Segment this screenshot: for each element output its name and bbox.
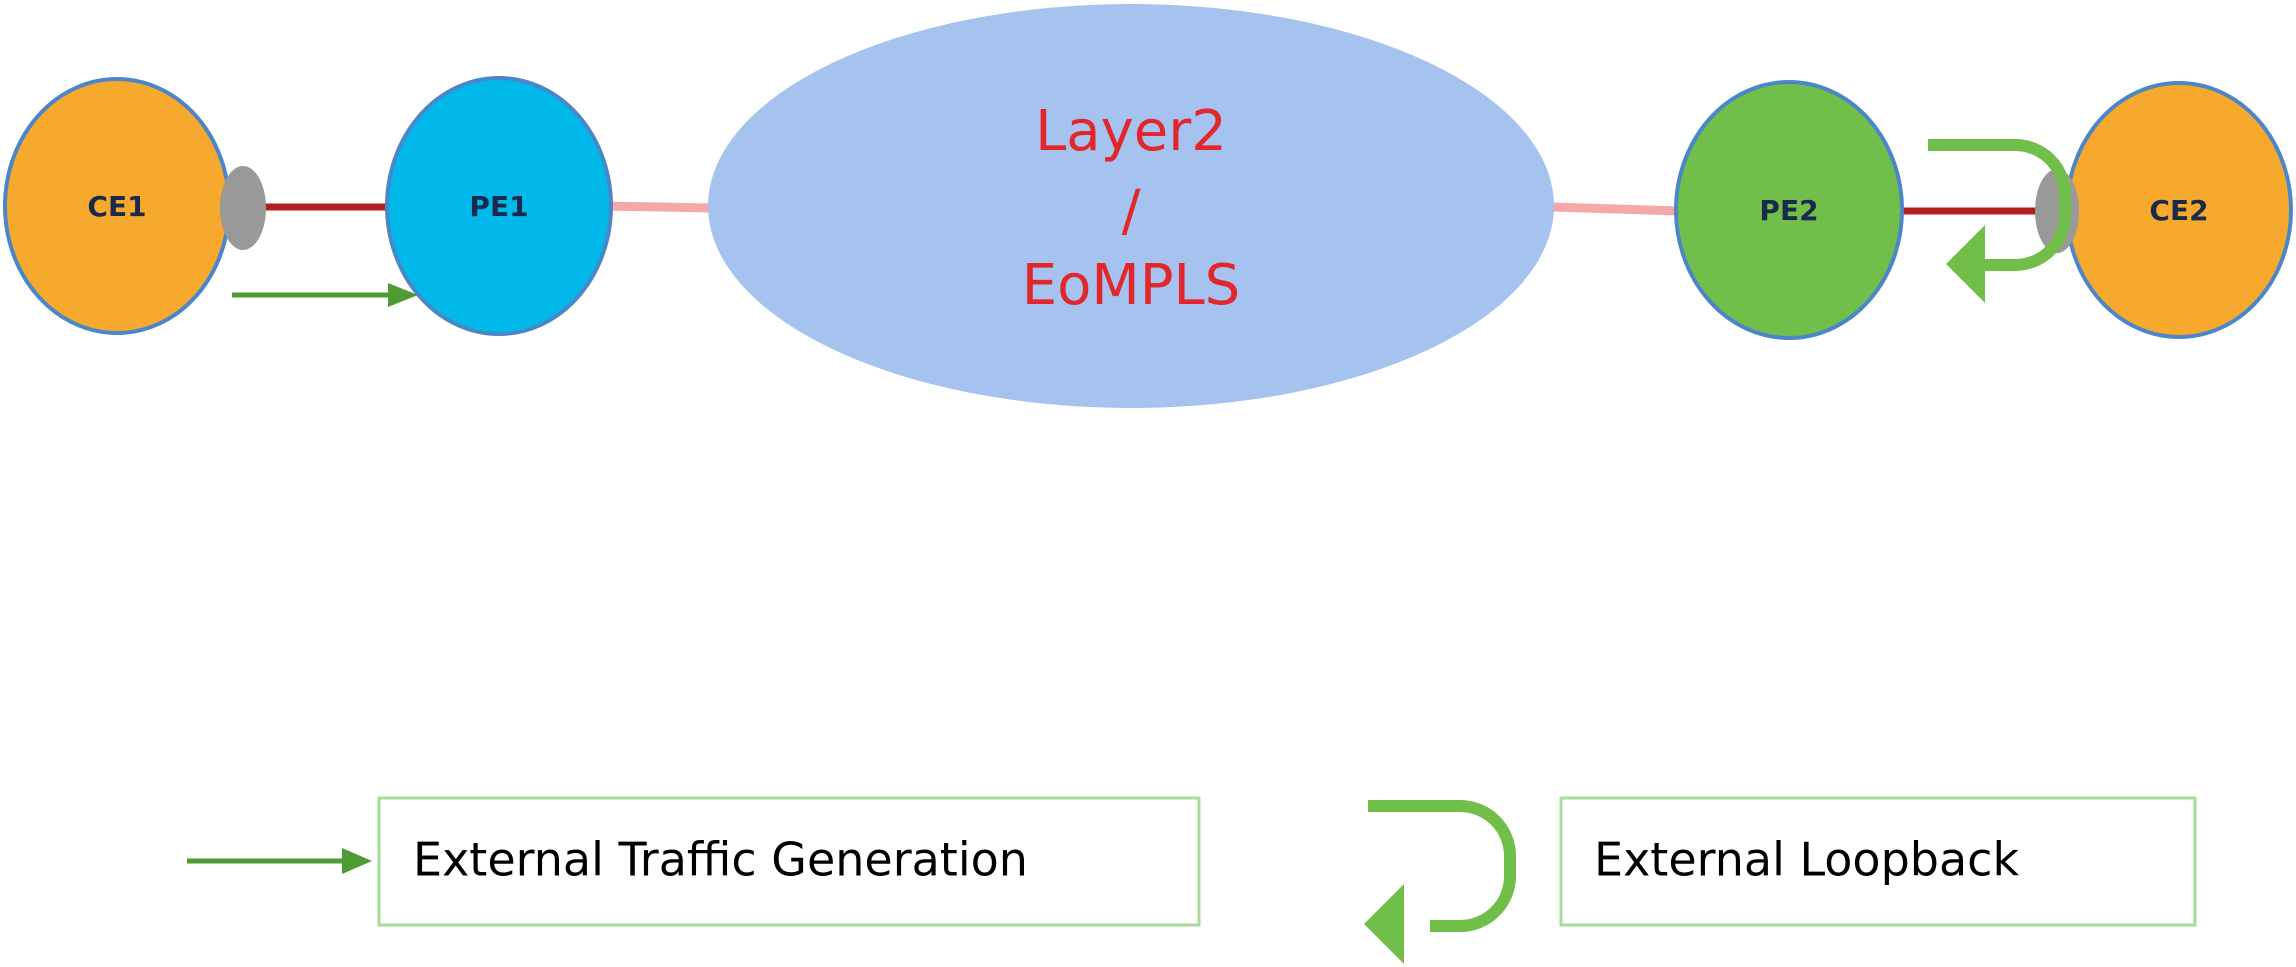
pe1-label: PE1 [469,190,528,223]
legend-traffic-generation-box [377,796,1201,927]
pe1-node [385,76,613,336]
cloud-label-line2: / [1122,179,1141,244]
loopback-icon [1928,139,2071,303]
link-cloud-pe2 [1551,202,1681,216]
legend-traffic-generation-label: External Traffic Generation [413,833,1028,887]
legend-traffic-arrow-icon [187,848,372,874]
legend-external-loopback-box [1559,796,2197,927]
legend-loopback-icon [1364,800,1516,964]
layer2-eompls-cloud [708,4,1554,408]
link-pe1-cloud [604,201,713,213]
legend-external-loopback-label: External Loopback [1594,833,2019,887]
cloud-label-line3: EoMPLS [1022,253,1240,318]
ce2-label: CE2 [2149,194,2208,227]
pe2-node [1674,80,1904,340]
pe2-label: PE2 [1759,194,1818,227]
traffic-generation-arrow-icon [232,283,418,307]
ce1-port [220,166,266,250]
ce1-label: CE1 [87,190,146,223]
cloud-label-line1: Layer2 [1035,99,1227,164]
